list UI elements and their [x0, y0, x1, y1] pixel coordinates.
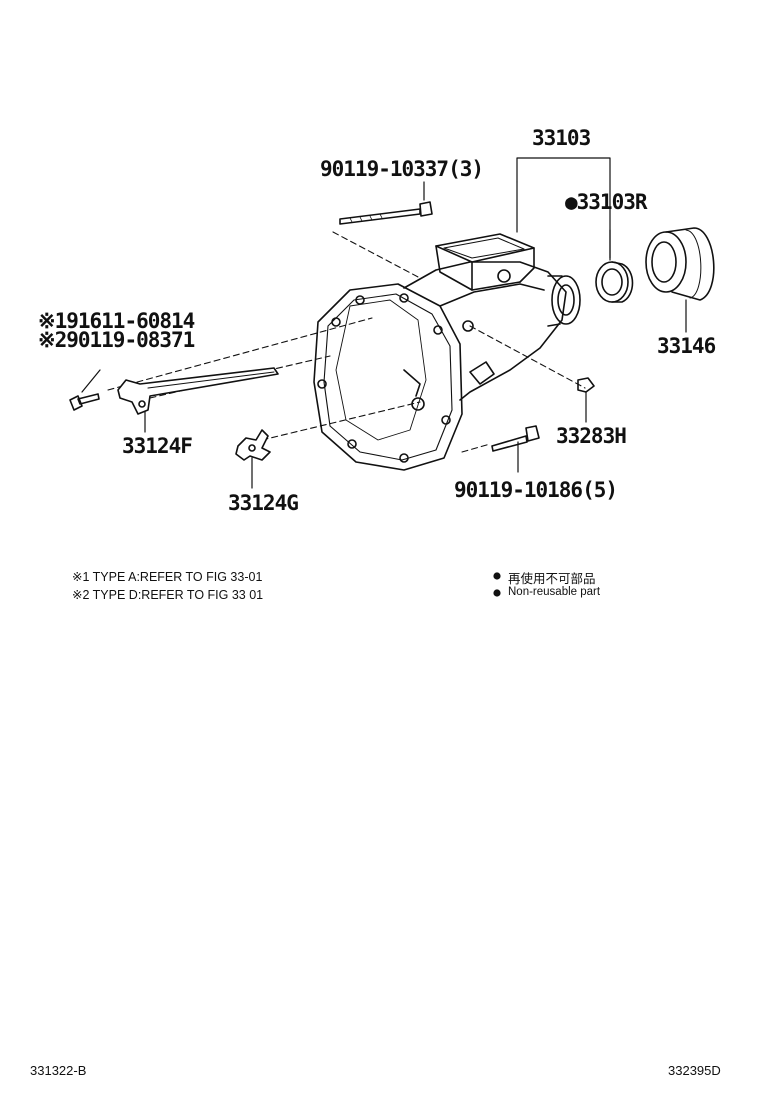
label-33103R: ●33103R [565, 190, 648, 214]
footer-left-code: 331322-B [30, 1063, 87, 1078]
footer-right-code: 332395D [668, 1063, 721, 1078]
label-90119-10186: 90119-10186(5) [454, 478, 618, 502]
label-33146: 33146 [657, 334, 716, 358]
note-type-d: ※2 TYPE D:REFER TO FIG 33 01 [72, 588, 264, 602]
label-33124G: 33124G [228, 491, 299, 515]
note-non-reusable-jp: 再使用不可部品 [508, 572, 596, 586]
note-non-reusable-en: Non-reusable part [508, 586, 601, 598]
bolt-91611-60814 [69, 393, 100, 411]
bullet-en [493, 589, 501, 597]
lever-33124F [117, 367, 279, 415]
bolt-90119-10186 [491, 425, 540, 452]
label-90119-10337: 90119-10337(3) [320, 157, 484, 181]
dust-cover-33146 [645, 227, 715, 301]
label-33124F: 33124F [122, 434, 193, 458]
bracket-33124G [235, 429, 271, 461]
bolt-90119-10337 [339, 201, 433, 225]
bullet-jp [493, 572, 501, 580]
label-91611-60814: ※191611-60814 [38, 309, 195, 333]
leader-lines [81, 157, 687, 489]
extension-housing-33103 [313, 233, 581, 471]
label-90119-08371: ※290119-08371 [38, 328, 195, 352]
label-33103: 33103 [532, 126, 591, 150]
plug-33283H [577, 377, 595, 393]
note-type-a: ※1 TYPE A:REFER TO FIG 33-01 [72, 570, 263, 584]
oil-seal-33103R [595, 261, 634, 303]
label-33283H: 33283H [556, 424, 627, 448]
